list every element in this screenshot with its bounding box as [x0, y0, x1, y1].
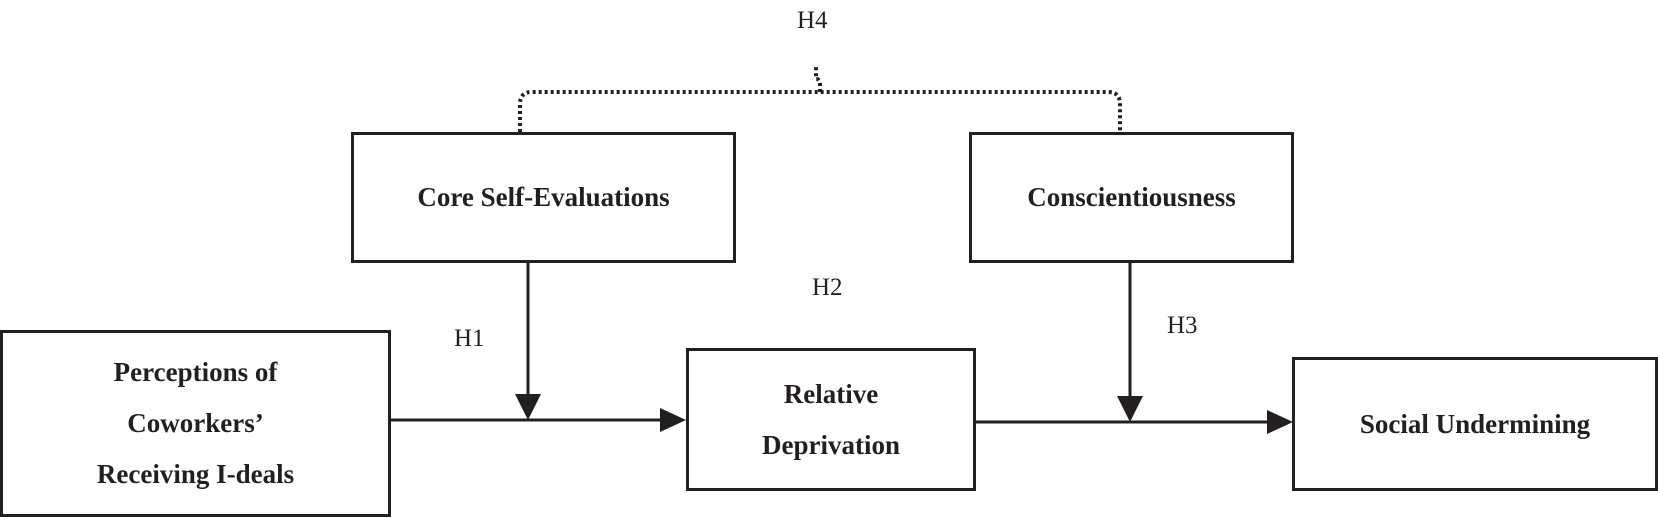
perceptions-to-deprivation-arrowhead: [660, 408, 686, 432]
perceptions-line-2: Coworkers’: [127, 408, 264, 438]
cse-to-path-arrowhead: [515, 394, 541, 420]
perceptions-line-3: Receiving I-deals: [96, 459, 295, 489]
core-self-evaluations-label: Core Self-Evaluations: [417, 182, 670, 212]
hypothesis-h1-label: H1: [454, 325, 485, 352]
conscientiousness-box: Conscientiousness: [969, 132, 1294, 263]
social-undermining-box: Social Undermining: [1292, 357, 1658, 491]
consc-to-path-arrowhead: [1117, 396, 1143, 422]
relative-deprivation-box: Relative Deprivation: [686, 348, 976, 491]
hypothesis-h3-label: H3: [1167, 312, 1198, 339]
perceptions-box: Perceptions of Coworkers’ Receiving I-de…: [0, 330, 391, 517]
hypothesis-h4-label: H4: [797, 7, 828, 34]
relative-deprivation-line-2: Deprivation: [762, 429, 900, 460]
social-undermining-label: Social Undermining: [1359, 408, 1591, 439]
perceptions-line-1: Perceptions of: [113, 357, 278, 387]
relative-deprivation-line-1: Relative: [783, 378, 879, 409]
h4-bracket-stem: [814, 66, 822, 92]
h4-moderation-bracket: [518, 90, 1122, 132]
hypothesis-h2-label: H2: [812, 274, 843, 301]
perceptions-label: Perceptions of Coworkers’ Receiving I-de…: [97, 347, 294, 500]
core-self-evaluations-box: Core Self-Evaluations: [351, 132, 736, 263]
relative-deprivation-label: Relative Deprivation: [762, 369, 900, 471]
deprivation-to-undermining-arrowhead: [1267, 410, 1293, 434]
conscientiousness-label: Conscientiousness: [1027, 182, 1236, 212]
